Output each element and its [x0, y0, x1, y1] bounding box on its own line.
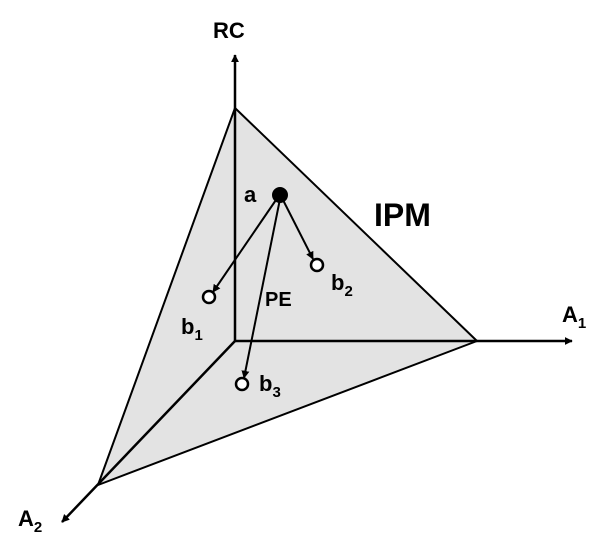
point-b1-label: b1 — [181, 314, 203, 344]
pe-label: PE — [265, 289, 292, 311]
rc-axis-label: RC — [213, 18, 245, 43]
ipm-plane — [97, 107, 478, 486]
point-a — [272, 187, 288, 203]
a1-axis-label: A1 — [562, 302, 586, 332]
point-b2 — [309, 257, 325, 273]
point-b3-label: b3 — [259, 371, 281, 401]
a2-axis-label: A2 — [18, 506, 42, 536]
a2-axis — [61, 340, 236, 523]
arrow-a-to-b1 — [212, 196, 279, 293]
point-b2-label: b2 — [331, 270, 353, 300]
point-a-label: a — [244, 182, 257, 207]
arrow-a-to-b2 — [281, 197, 314, 260]
arrow-a-to-b3 — [241, 198, 281, 379]
point-b3 — [234, 376, 250, 392]
ipm-label: IPM — [374, 197, 431, 233]
point-b1 — [201, 289, 217, 305]
